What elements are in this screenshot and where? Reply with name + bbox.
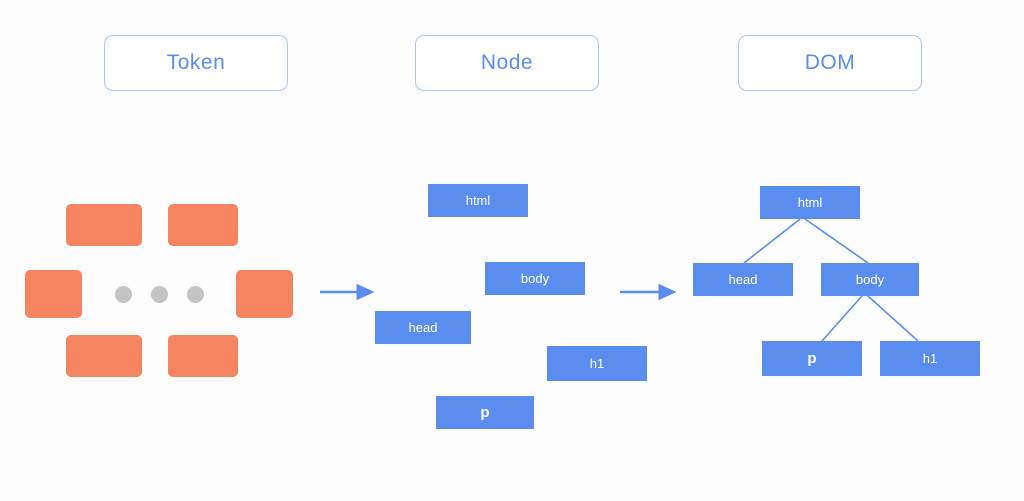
- stage-header-node-label: Node: [480, 51, 534, 74]
- stage-header-token: Token: [104, 35, 288, 91]
- node-box-h1: h1: [547, 346, 647, 381]
- node-box-head-label: head: [408, 320, 438, 335]
- stage-header-dom-label: DOM: [804, 51, 856, 74]
- node-box-html: html: [428, 184, 528, 217]
- stage-header-node: Node: [415, 35, 599, 91]
- dom-node-body-label: body: [855, 272, 885, 287]
- token-block-bottom-right: [168, 335, 238, 377]
- tree-edge-body-to-p: [821, 295, 863, 342]
- ellipsis-dot-3: [186, 285, 204, 303]
- dom-node-html-label: html: [797, 195, 823, 210]
- tree-edge-html-to-body: [804, 218, 869, 264]
- dom-node-p-label: p: [807, 350, 817, 367]
- node-box-body: body: [485, 262, 585, 295]
- tree-edge-body-to-h1: [867, 295, 919, 342]
- node-box-p-label: p: [480, 404, 490, 421]
- node-box-p: p: [436, 396, 534, 429]
- node-box-head: head: [375, 311, 471, 344]
- token-block-bottom-left: [66, 335, 142, 377]
- token-block-top-right: [168, 204, 238, 246]
- dom-node-html: html: [760, 186, 860, 219]
- tree-edge-html-to-head: [743, 218, 801, 264]
- ellipsis-dot-2: [150, 285, 168, 303]
- stage-header-token-label: Token: [166, 51, 226, 74]
- stage-header-dom: DOM: [738, 35, 922, 91]
- dom-node-body: body: [821, 263, 919, 296]
- token-block-middle-left: [25, 270, 82, 318]
- dom-node-p: p: [762, 341, 862, 376]
- dom-node-head: head: [693, 263, 793, 296]
- ellipsis-dot-1: [114, 285, 132, 303]
- node-box-html-label: html: [465, 193, 491, 208]
- dom-node-h1: h1: [880, 341, 980, 376]
- dom-node-head-label: head: [728, 272, 758, 287]
- dom-node-h1-label: h1: [922, 351, 938, 366]
- token-block-middle-right: [236, 270, 293, 318]
- node-box-body-label: body: [520, 271, 550, 286]
- token-block-top-left: [66, 204, 142, 246]
- node-box-h1-label: h1: [589, 356, 605, 371]
